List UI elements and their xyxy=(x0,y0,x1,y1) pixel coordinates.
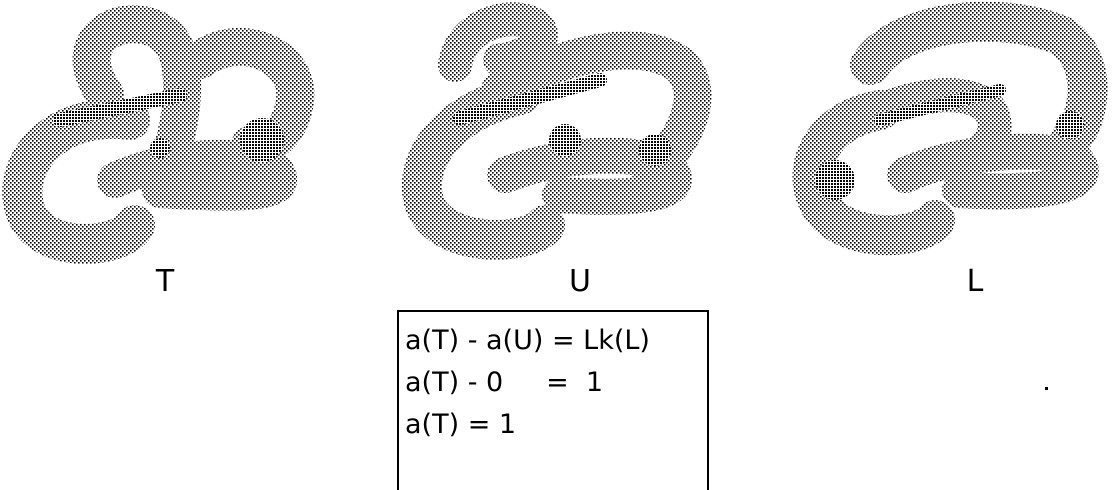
equation-box: a(T) - a(U) = Lk(L) a(T) - 0 = 1 a(T) = … xyxy=(397,310,709,490)
label-l: L xyxy=(966,264,984,299)
equation-line-1: a(T) - a(U) = Lk(L) xyxy=(405,325,650,356)
equation-line-3: a(T) = 1 xyxy=(405,409,517,440)
knot-t-figure xyxy=(2,5,315,264)
label-t: T xyxy=(155,264,175,299)
stray-dot xyxy=(1045,387,1048,390)
knot-u-figure xyxy=(401,2,712,260)
equation-line-2: a(T) - 0 = 1 xyxy=(405,367,604,398)
label-u: U xyxy=(569,264,591,299)
knot-l-figure xyxy=(792,1,1108,256)
knot-figures xyxy=(2,1,1108,264)
